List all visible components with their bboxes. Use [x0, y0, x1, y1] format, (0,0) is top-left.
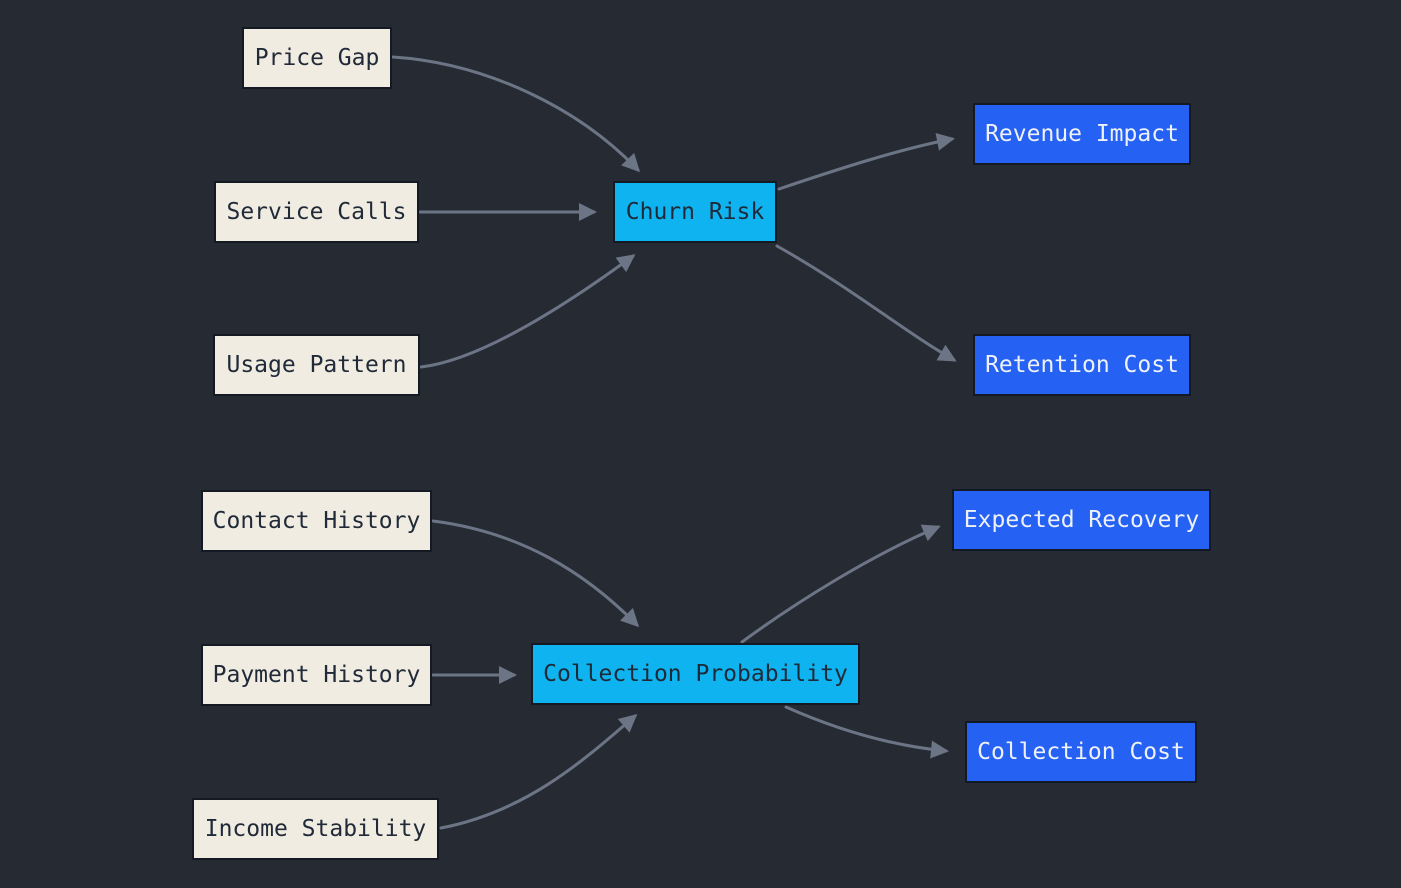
node-revenue-impact: Revenue Impact — [973, 103, 1191, 165]
node-service-calls: Service Calls — [214, 181, 419, 243]
node-payment-history: Payment History — [201, 644, 432, 706]
node-churn-risk: Churn Risk — [613, 181, 777, 243]
node-contact-history: Contact History — [201, 490, 432, 552]
edge-price-gap-churn-risk — [391, 55, 641, 173]
node-usage-pattern: Usage Pattern — [213, 334, 420, 396]
node-collection-probability: Collection Probability — [531, 643, 860, 705]
edge-churn-risk-retention-cost — [775, 244, 957, 362]
node-collection-cost: Collection Cost — [965, 721, 1197, 783]
edge-contact-history-collection-probability — [431, 519, 640, 628]
edge-collection-probability-collection-cost — [784, 705, 949, 759]
node-retention-cost: Retention Cost — [973, 334, 1191, 396]
node-expected-recovery: Expected Recovery — [952, 489, 1211, 551]
node-price-gap: Price Gap — [242, 27, 392, 89]
edge-collection-probability-expected-recovery — [740, 524, 941, 644]
edge-churn-risk-revenue-impact — [777, 132, 955, 191]
edge-usage-pattern-churn-risk — [419, 254, 636, 369]
edge-income-stability-collection-probability — [439, 714, 638, 830]
node-income-stability: Income Stability — [192, 798, 439, 860]
